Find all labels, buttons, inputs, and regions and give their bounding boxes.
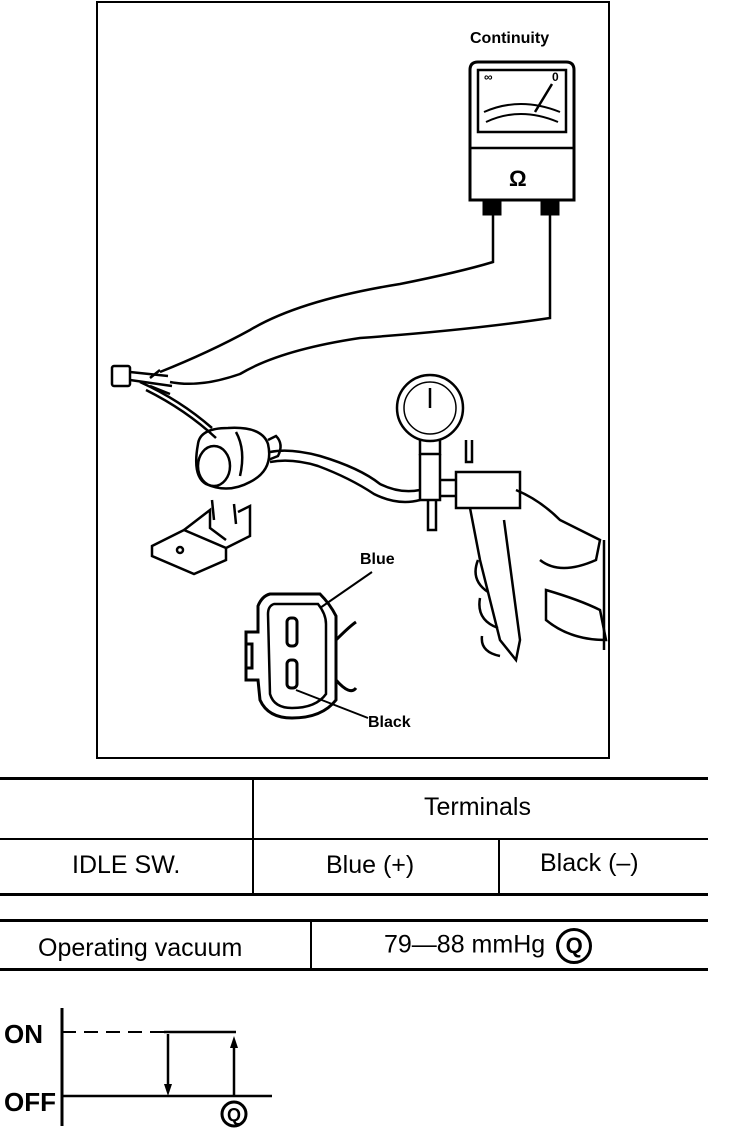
vacuum-range: 79—88 mmHg [384, 930, 546, 959]
black-terminal-label: Black [368, 714, 411, 731]
blue-leader-line [319, 571, 373, 609]
operating-vacuum-label: Operating vacuum [38, 934, 243, 962]
meter-scale-right: 0 [552, 70, 559, 84]
black-leader-line [295, 689, 369, 719]
figure-frame [96, 1, 610, 759]
vacuum-hose [269, 449, 421, 504]
up-arrow-head [230, 1036, 238, 1048]
idle-switch-label: IDLE SW. [72, 851, 181, 879]
blue-terminal-label: Blue [360, 551, 395, 568]
continuity-label: Continuity [470, 30, 550, 47]
mounting-bracket [150, 499, 252, 576]
q-marker: Q [556, 928, 593, 964]
q-marker-text: Q [227, 1105, 241, 1125]
off-label: OFF [4, 1087, 56, 1117]
switch-hysteresis-chart: Q [60, 1008, 272, 1128]
terminals-header: Terminals [424, 793, 531, 821]
q-marker-circle [220, 1100, 248, 1128]
vacuum-switch [195, 426, 282, 490]
blue-terminal-cell: Blue (+) [326, 851, 415, 879]
connector-face [244, 592, 358, 720]
vacuum-pump [395, 373, 608, 663]
meter-scale-left: ∞ [484, 70, 493, 84]
on-label: ON [4, 1019, 43, 1049]
test-leads [159, 214, 552, 386]
operating-vacuum-value: 79—88 mmHg Q [384, 928, 593, 964]
ohm-symbol: Ω [509, 166, 527, 191]
black-terminal-cell: Black (–) [540, 849, 639, 877]
harness-connector [110, 364, 217, 439]
down-arrow-head [164, 1084, 172, 1096]
